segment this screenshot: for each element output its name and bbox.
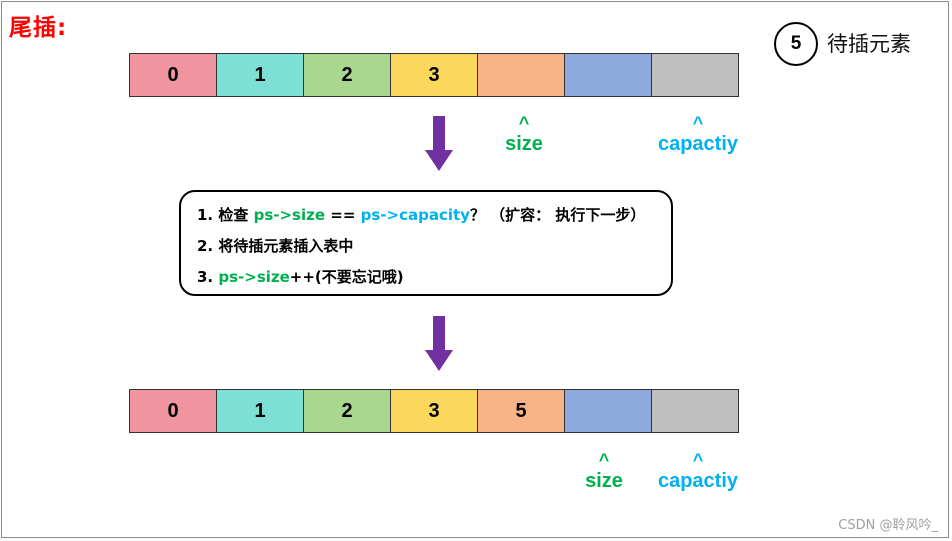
legend-value-circle: 5 [774,22,818,66]
array-after: 0 1 2 3 5 [129,389,739,433]
array-cell: 1 [217,54,304,96]
array-cell: 0 [130,390,217,432]
size-pointer-after: ^ size [580,450,628,494]
array-cell [478,54,565,96]
array-cell: 2 [304,390,391,432]
step-3-suffix: ++(不要忘记哦) [289,268,404,286]
step-1-size: ps->size [253,206,326,224]
size-pointer-before: ^ size [497,113,551,157]
step-1-operator: == [325,206,361,224]
down-arrow-icon [425,116,453,171]
array-cell: 3 [391,390,478,432]
caret-icon: ^ [692,450,704,470]
capacity-pointer-label: capactiy [657,133,739,155]
capacity-pointer-label: capactiy [657,470,739,492]
array-cell [565,390,652,432]
array-cell: 1 [217,390,304,432]
step-3-prefix: 3. [197,268,219,286]
array-cell [652,390,738,432]
array-cell: 0 [130,54,217,96]
step-1: 1. 检查 ps->size == ps->capacity？ （扩容： 执行下… [197,203,671,234]
step-3-size: ps->size [218,268,290,286]
down-arrow-icon [425,316,453,371]
steps-box: 1. 检查 ps->size == ps->capacity？ （扩容： 执行下… [179,190,673,296]
array-cell [652,54,738,96]
step-2: 2. 将待插元素插入表中 [197,237,354,255]
slide-title: 尾插: [9,15,68,41]
legend-label: 待插元素 [827,32,911,56]
array-before: 0 1 2 3 [129,53,739,97]
caret-icon: ^ [692,113,704,133]
watermark: CSDN @聆风吟_ [838,518,938,533]
caret-icon: ^ [598,450,610,470]
size-pointer-label: size [505,133,543,155]
array-cell [565,54,652,96]
step-1-capacity: ps->capacity [360,206,470,224]
capacity-pointer-before: ^ capactiy [655,113,741,157]
array-cell: 3 [391,54,478,96]
step-3: 3. ps->size++(不要忘记哦) [197,265,671,296]
capacity-pointer-after: ^ capactiy [655,450,741,494]
array-cell: 2 [304,54,391,96]
caret-icon: ^ [518,113,530,133]
step-1-prefix: 1. 检查 [197,206,254,224]
step-1-suffix: ？ （扩容： 执行下一步） [469,206,646,224]
size-pointer-label: size [585,470,623,492]
array-cell: 5 [478,390,565,432]
